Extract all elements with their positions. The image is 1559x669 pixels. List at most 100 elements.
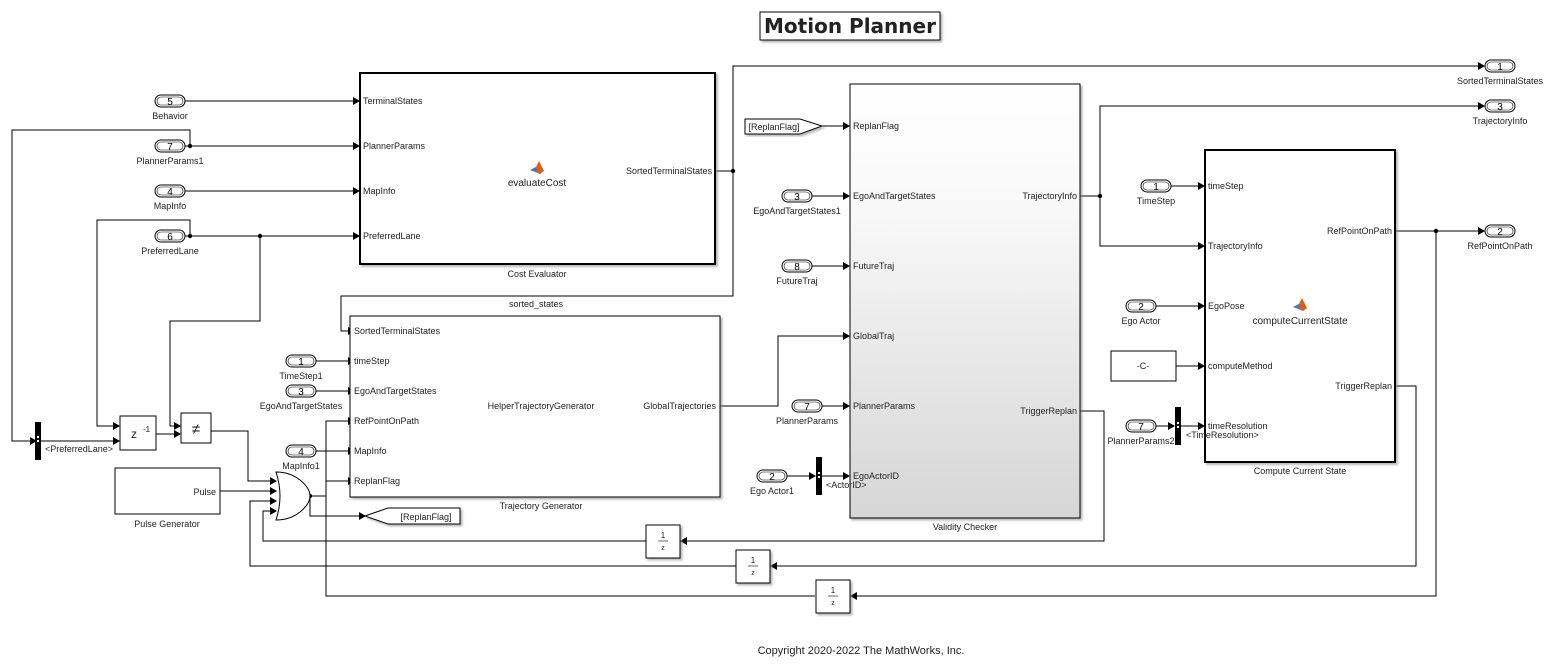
matlab-icon bbox=[1293, 298, 1307, 311]
svg-text:1: 1 bbox=[661, 531, 666, 540]
port-name: RefPointOnPath bbox=[1467, 241, 1532, 251]
port-label: PreferredLane bbox=[363, 231, 421, 241]
port-number: 7 bbox=[1138, 422, 1144, 433]
port-number: 7 bbox=[167, 142, 173, 153]
port-number: 3 bbox=[794, 192, 800, 203]
port-number: 5 bbox=[167, 97, 173, 108]
goto-replan-flag[interactable]: [ReplanFlag] bbox=[363, 507, 461, 525]
arrowhead bbox=[113, 422, 120, 430]
svg-text:z: z bbox=[831, 600, 835, 607]
arrowhead bbox=[850, 592, 857, 600]
arrowhead bbox=[270, 487, 277, 495]
inport-blocks: 5Behavior7PlannerParams14MapInfo6Preferr… bbox=[136, 94, 1175, 496]
port-number: 4 bbox=[298, 447, 304, 458]
arrowhead bbox=[353, 97, 360, 105]
from-replan-flag[interactable]: [ReplanFlag] bbox=[744, 118, 824, 135]
title-text: Motion Planner bbox=[764, 14, 936, 38]
port-name: FutureTraj bbox=[776, 276, 817, 286]
port-label: RefPointOnPath bbox=[1327, 226, 1392, 236]
port-label: GlobalTrajectories bbox=[643, 401, 716, 411]
port-number: 3 bbox=[1497, 102, 1503, 113]
port-number: 8 bbox=[794, 262, 800, 273]
block-name: Compute Current State bbox=[1254, 466, 1347, 476]
selector-signal-label: <TimeResolution> bbox=[1186, 430, 1259, 440]
port-label: FutureTraj bbox=[853, 261, 894, 271]
port-name: MapInfo1 bbox=[282, 461, 320, 471]
pulse-generator-block[interactable]: Pulse Pulse Generator bbox=[114, 467, 221, 529]
bus-selector-preferred-lane[interactable]: <PreferredLane> bbox=[35, 422, 113, 460]
logical-or-block[interactable] bbox=[275, 471, 311, 521]
compute-current-state-block[interactable]: timeStep TrajectoryInfo EgoPose computeM… bbox=[1204, 149, 1396, 476]
from-tag: [ReplanFlag] bbox=[748, 122, 799, 132]
delay-exponent: -1 bbox=[143, 425, 151, 434]
cost-evaluator-block[interactable]: TerminalStates PlannerParams MapInfo Pre… bbox=[359, 72, 716, 279]
port-name: PlannerParams bbox=[776, 416, 839, 426]
arrowhead bbox=[1198, 362, 1205, 370]
delay-block-3[interactable]: 1 z bbox=[815, 579, 851, 614]
port-label: TriggerReplan bbox=[1335, 381, 1392, 391]
operator-symbol: ≠ bbox=[192, 421, 200, 438]
arrowhead bbox=[353, 142, 360, 150]
arrowhead bbox=[174, 422, 181, 430]
port-label: timeResolution bbox=[1208, 421, 1268, 431]
port-label: GlobalTraj bbox=[853, 331, 894, 341]
validity-checker-block[interactable]: ReplanFlag EgoAndTargetStates FutureTraj… bbox=[849, 83, 1081, 532]
arrowhead bbox=[270, 507, 277, 515]
port-number: 3 bbox=[298, 387, 304, 398]
arrowhead bbox=[359, 512, 366, 520]
selector-signal-label: <ActorID> bbox=[826, 480, 867, 490]
port-label: TrajectoryInfo bbox=[1022, 191, 1077, 201]
port-name: TrajectoryInfo bbox=[1473, 116, 1528, 126]
port-label: SortedTerminalStates bbox=[626, 166, 713, 176]
port-label: timeStep bbox=[1208, 181, 1244, 191]
port-label: PlannerParams bbox=[363, 141, 426, 151]
port-name: PreferredLane bbox=[141, 246, 199, 256]
arrowhead bbox=[174, 430, 181, 438]
port-name: Ego Actor1 bbox=[750, 486, 794, 496]
bus-selector-time-resolution[interactable]: <TimeResolution> bbox=[1175, 407, 1259, 445]
trajectory-generator-block[interactable]: SortedTerminalStates timeStep EgoAndTarg… bbox=[349, 315, 721, 511]
goto-tag: [ReplanFlag] bbox=[400, 512, 451, 522]
port-name: SortedTerminalStates bbox=[1457, 76, 1544, 86]
port-label: TriggerReplan bbox=[1020, 406, 1077, 416]
svg-text:1: 1 bbox=[831, 586, 836, 595]
block-name: Validity Checker bbox=[933, 522, 997, 532]
port-name: PlannerParams2 bbox=[1107, 436, 1174, 446]
constant-block[interactable]: -C- bbox=[1110, 350, 1177, 382]
function-name: computeCurrentState bbox=[1252, 316, 1347, 327]
svg-text:z: z bbox=[661, 545, 665, 552]
block-name: Cost Evaluator bbox=[507, 269, 566, 279]
bus-selector-actor-id[interactable]: <ActorID> bbox=[816, 457, 867, 495]
port-label: ReplanFlag bbox=[853, 121, 899, 131]
arrowhead bbox=[843, 472, 850, 480]
port-name: Ego Actor bbox=[1121, 316, 1160, 326]
delay-block-1[interactable]: 1 z bbox=[645, 524, 681, 559]
port-name: PlannerParams1 bbox=[136, 156, 203, 166]
port-name: MapInfo bbox=[154, 201, 187, 211]
delay-block-2[interactable]: 1 z bbox=[735, 549, 771, 584]
unit-delay-block[interactable]: z -1 bbox=[119, 415, 157, 451]
relational-operator-block[interactable]: ≠ bbox=[180, 412, 212, 444]
block-name: Pulse Generator bbox=[134, 519, 200, 529]
port-label: EgoPose bbox=[1208, 301, 1245, 311]
arrowhead bbox=[353, 187, 360, 195]
arrowhead bbox=[843, 332, 850, 340]
arrowhead bbox=[843, 122, 850, 130]
